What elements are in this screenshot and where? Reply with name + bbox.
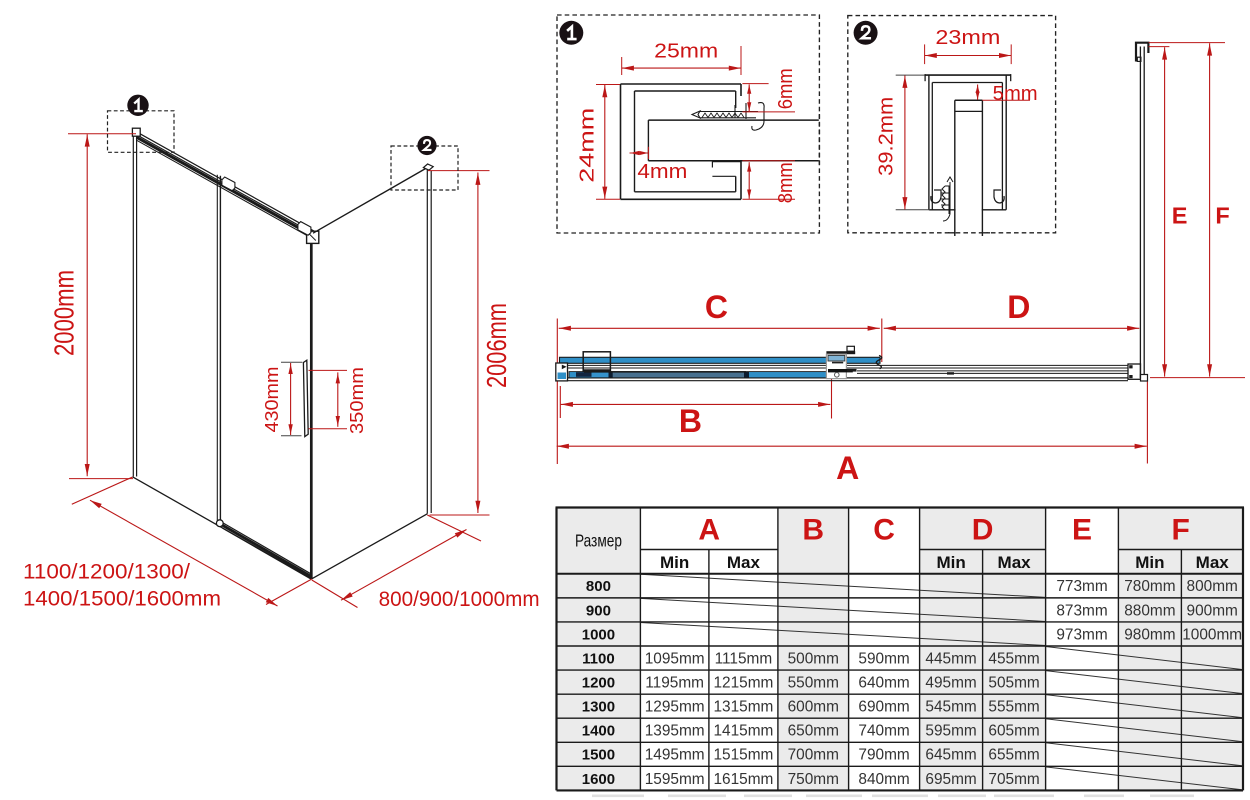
svg-text:780mm: 780mm [1124, 578, 1175, 595]
svg-text:1395mm: 1395mm [645, 723, 705, 740]
svg-text:1300: 1300 [582, 699, 615, 716]
svg-text:1100/1200/1300/: 1100/1200/1300/ [23, 561, 190, 584]
svg-text:C: C [873, 514, 895, 547]
svg-text:1600: 1600 [582, 771, 615, 788]
svg-text:1595mm: 1595mm [645, 771, 705, 788]
svg-text:800: 800 [586, 578, 611, 595]
svg-text:1000: 1000 [582, 626, 615, 643]
svg-text:980mm: 980mm [1124, 626, 1175, 643]
svg-text:1100: 1100 [582, 650, 615, 667]
svg-text:650mm: 650mm [788, 723, 839, 740]
svg-text:Размер: Размер [575, 531, 622, 551]
svg-text:1400: 1400 [582, 723, 615, 740]
svg-text:873mm: 873mm [1056, 602, 1107, 619]
svg-text:B: B [679, 403, 702, 439]
svg-text:1115mm: 1115mm [715, 650, 773, 667]
svg-text:590mm: 590mm [858, 650, 909, 667]
svg-text:8mm: 8mm [775, 162, 797, 203]
svg-text:A: A [836, 450, 859, 486]
svg-text:705mm: 705mm [988, 771, 1039, 788]
svg-text:6mm: 6mm [775, 68, 797, 109]
svg-text:D: D [1007, 289, 1030, 325]
svg-text:695mm: 695mm [925, 771, 976, 788]
svg-text:973mm: 973mm [1056, 626, 1107, 643]
svg-text:350mm: 350mm [346, 367, 367, 434]
svg-text:640mm: 640mm [858, 675, 909, 692]
svg-text:Min: Min [660, 553, 689, 572]
svg-text:840mm: 840mm [858, 771, 909, 788]
svg-text:505mm: 505mm [988, 675, 1039, 692]
svg-text:605mm: 605mm [988, 723, 1039, 740]
svg-text:24mm: 24mm [576, 108, 598, 183]
svg-text:430mm: 430mm [261, 367, 282, 433]
svg-text:25mm: 25mm [654, 41, 718, 63]
svg-text:1400/1500/1600mm: 1400/1500/1600mm [23, 587, 221, 610]
svg-text:Min: Min [936, 553, 965, 572]
svg-text:1500: 1500 [582, 747, 615, 764]
svg-text:700mm: 700mm [788, 747, 839, 764]
svg-text:500mm: 500mm [788, 650, 839, 667]
svg-text:1315mm: 1315mm [713, 699, 773, 716]
svg-text:740mm: 740mm [858, 723, 909, 740]
svg-text:E: E [1072, 514, 1092, 547]
svg-text:455mm: 455mm [988, 650, 1039, 667]
svg-text:1215mm: 1215mm [713, 675, 773, 692]
svg-text:B: B [802, 514, 824, 547]
svg-text:F: F [1215, 203, 1229, 229]
svg-text:750mm: 750mm [788, 771, 839, 788]
svg-text:23mm: 23mm [935, 27, 1000, 49]
svg-text:1295mm: 1295mm [645, 699, 705, 716]
svg-text:550mm: 550mm [788, 675, 839, 692]
svg-text:645mm: 645mm [925, 747, 976, 764]
svg-text:1195mm: 1195mm [645, 675, 704, 692]
svg-text:880mm: 880mm [1124, 602, 1175, 619]
svg-text:773mm: 773mm [1056, 578, 1107, 595]
svg-text:800/900/1000mm: 800/900/1000mm [379, 588, 540, 611]
svg-text:1615mm: 1615mm [713, 771, 773, 788]
svg-text:4mm: 4mm [637, 160, 687, 183]
svg-text:790mm: 790mm [858, 747, 909, 764]
svg-text:1200: 1200 [582, 675, 615, 692]
svg-text:595mm: 595mm [925, 723, 976, 740]
svg-text:1515mm: 1515mm [713, 747, 773, 764]
svg-text:A: A [698, 514, 720, 547]
svg-text:1495mm: 1495mm [645, 747, 705, 764]
svg-text:1000mm: 1000mm [1182, 626, 1242, 643]
svg-text:655mm: 655mm [988, 747, 1039, 764]
svg-text:1415mm: 1415mm [713, 723, 773, 740]
svg-text:Max: Max [1196, 553, 1230, 572]
svg-text:545mm: 545mm [925, 699, 976, 716]
svg-text:5mm: 5mm [993, 83, 1038, 105]
svg-text:1095mm: 1095mm [645, 650, 705, 667]
svg-text:445mm: 445mm [925, 650, 976, 667]
svg-text:900: 900 [586, 602, 611, 619]
svg-text:E: E [1172, 203, 1188, 229]
svg-text:Max: Max [727, 553, 761, 572]
svg-text:495mm: 495mm [925, 675, 976, 692]
svg-text:900mm: 900mm [1187, 602, 1238, 619]
svg-text:39.2mm: 39.2mm [876, 97, 898, 176]
svg-text:555mm: 555mm [988, 699, 1039, 716]
svg-text:C: C [705, 289, 728, 325]
svg-text:2000mm: 2000mm [48, 270, 79, 356]
svg-text:2006mm: 2006mm [481, 303, 512, 388]
svg-text:D: D [972, 514, 994, 547]
svg-text:800mm: 800mm [1187, 578, 1238, 595]
svg-text:Min: Min [1135, 553, 1164, 572]
svg-text:Max: Max [998, 553, 1032, 572]
svg-text:600mm: 600mm [788, 699, 839, 716]
svg-text:690mm: 690mm [858, 699, 909, 716]
svg-text:F: F [1172, 514, 1190, 547]
